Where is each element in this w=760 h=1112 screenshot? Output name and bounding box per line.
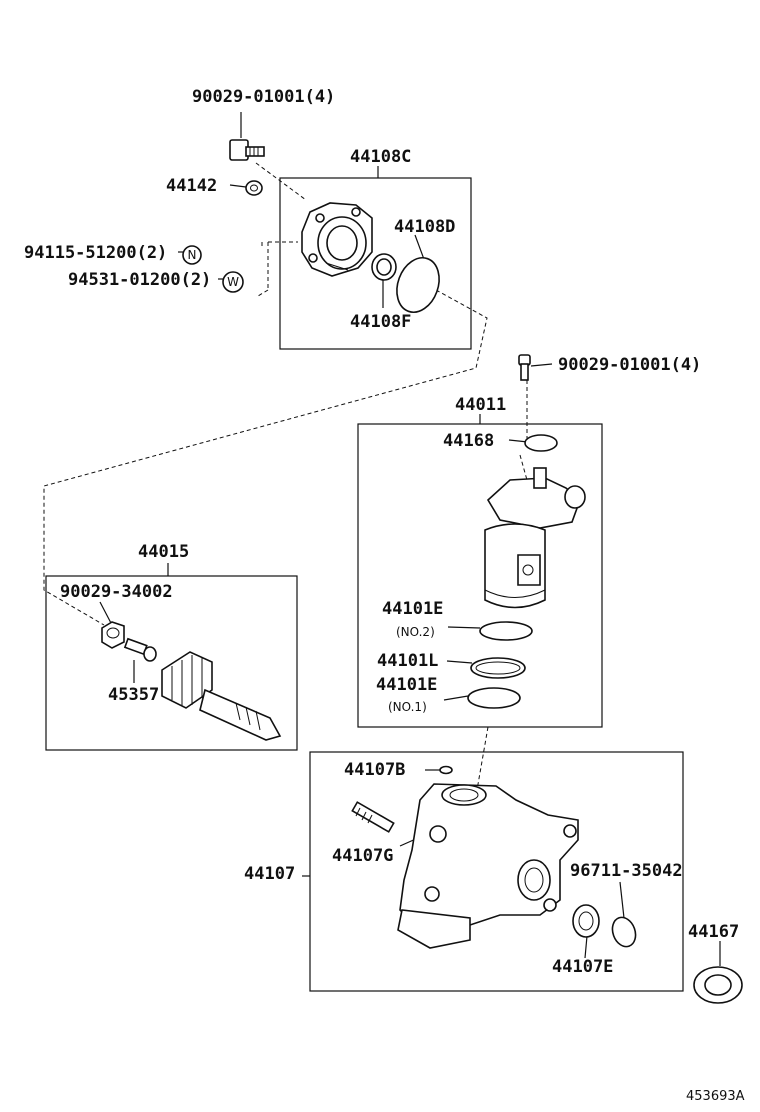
screw-45357-icon: [123, 637, 157, 662]
label-44101L: 44101L: [377, 651, 438, 671]
group-box-44107: [309, 751, 684, 992]
dash-connector-main: [43, 289, 488, 626]
label-44108D: 44108D: [394, 217, 455, 237]
label-94115: 94115-51200(2): [24, 243, 167, 263]
svg-text:W: W: [227, 275, 239, 289]
label-44168: 44168: [443, 431, 494, 451]
group-box-44015: [45, 575, 298, 751]
valve-assembly-44011-icon: [484, 467, 586, 609]
label-44108F: 44108F: [350, 312, 411, 332]
diagram-id: 453693A: [686, 1089, 745, 1104]
label-44101E-a: 44101E: [382, 599, 443, 619]
group-box-44108C: [279, 177, 472, 350]
ring-44101L-icon: [470, 657, 526, 679]
w-marker-icon: W: [222, 271, 244, 293]
seal-44167-icon: [693, 966, 743, 1004]
gear-housing-44107-icon: [397, 783, 579, 949]
washer-44168-icon: [524, 434, 558, 452]
sector-shaft-icon: [161, 651, 282, 741]
label-44107E: 44107E: [552, 957, 613, 977]
seal-44107E-icon: [572, 904, 600, 938]
label-no2: (NO.2): [396, 625, 435, 639]
ring-44101E-no2-icon: [479, 621, 533, 641]
label-44142: 44142: [166, 176, 217, 196]
label-96711: 96711-35042: [570, 861, 683, 881]
label-44108C: 44108C: [350, 147, 411, 167]
label-44101E-b: 44101E: [376, 675, 437, 695]
label-bolt-top: 90029-01001(4): [192, 87, 335, 107]
ring-44101E-no1-icon: [467, 687, 521, 709]
nut-90029-34002-icon: [101, 621, 125, 649]
label-bolt-mid: 90029-01001(4): [558, 355, 701, 375]
seal-44108F-icon: [371, 253, 397, 281]
nut-44142-icon: [245, 180, 263, 196]
bolt-mid-icon: [518, 354, 531, 381]
label-44167: 44167: [688, 922, 739, 942]
label-44107B: 44107B: [344, 760, 405, 780]
stud-44107G-icon: [351, 801, 395, 833]
label-45357: 45357: [108, 685, 159, 705]
label-94531: 94531-01200(2): [68, 270, 211, 290]
label-90029-34002: 90029-34002: [60, 582, 173, 602]
o-ring-44107B-icon: [439, 765, 453, 775]
label-44107G: 44107G: [332, 846, 393, 866]
label-44107: 44107: [244, 864, 295, 884]
bolt-top-icon: [229, 139, 265, 161]
label-44015: 44015: [138, 542, 189, 562]
n-marker-icon: N: [182, 245, 202, 265]
bearing-housing-44108C-icon: [301, 202, 373, 277]
o-ring-96711-icon: [611, 916, 637, 948]
label-44011: 44011: [455, 395, 506, 415]
label-no1: (NO.1): [388, 700, 427, 714]
svg-text:N: N: [188, 248, 197, 262]
o-ring-44108D-icon: [396, 257, 440, 313]
